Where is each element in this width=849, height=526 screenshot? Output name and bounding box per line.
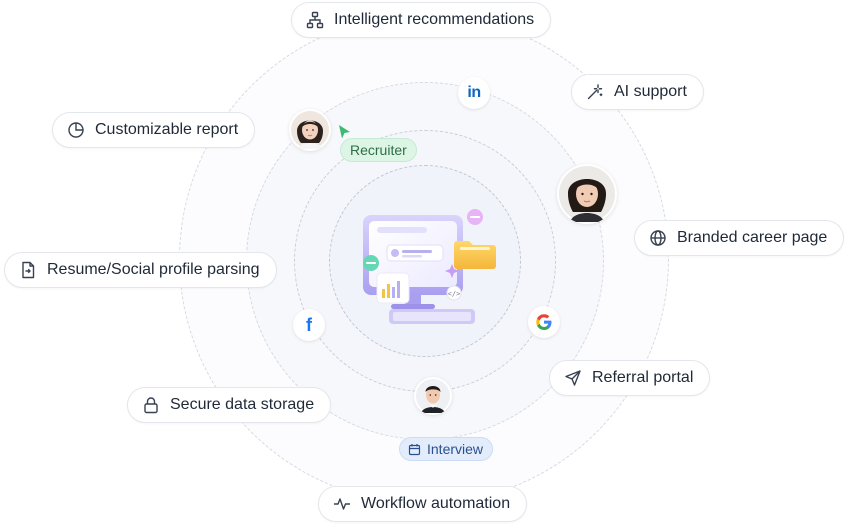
- interview-tag-label: Interview: [427, 441, 484, 457]
- facebook-logo-text: f: [306, 314, 312, 335]
- computer-illustration: </>: [363, 209, 496, 324]
- avatar-interviewer-man: [414, 377, 452, 415]
- feature-pill-ai-support: AI support: [571, 74, 704, 110]
- feature-label: Customizable report: [95, 121, 239, 138]
- avatar-candidate-woman: [557, 164, 617, 224]
- google-icon: [528, 306, 560, 338]
- lock-icon: [142, 396, 160, 414]
- feature-label: Resume/Social profile parsing: [47, 261, 260, 278]
- hierarchy-icon: [306, 11, 324, 29]
- feature-pill-intelligent-recommendations: Intelligent recommendations: [291, 2, 552, 38]
- magic-wand-icon: [586, 83, 604, 101]
- globe-icon: [649, 229, 667, 247]
- feature-pill-customizable-report: Customizable report: [52, 112, 256, 148]
- feature-pill-secure-storage: Secure data storage: [127, 387, 332, 423]
- calendar-icon: [408, 443, 421, 455]
- feature-pill-workflow-automation: Workflow automation: [318, 486, 528, 522]
- feature-pill-resume-parsing: Resume/Social profile parsing: [4, 252, 277, 288]
- feature-label: Workflow automation: [361, 495, 511, 512]
- facebook-icon: f: [293, 309, 325, 341]
- google-logo: [536, 314, 552, 330]
- pie-chart-icon: [67, 121, 85, 139]
- feature-label: Intelligent recommendations: [334, 11, 535, 28]
- recruiter-tag: Recruiter: [340, 138, 417, 162]
- feature-pill-branded-career-page: Branded career page: [634, 220, 845, 256]
- activity-icon: [333, 495, 351, 513]
- svg-text:</>: </>: [448, 290, 461, 298]
- cursor-icon: [339, 125, 350, 139]
- file-import-icon: [19, 261, 37, 279]
- linkedin-icon: in: [458, 77, 490, 109]
- linkedin-logo-text: in: [467, 84, 481, 101]
- avatar-recruiter-woman: [289, 109, 331, 151]
- feature-pill-referral-portal: Referral portal: [549, 360, 711, 396]
- interview-tag: Interview: [399, 437, 494, 461]
- feature-label: Branded career page: [677, 229, 828, 246]
- feature-label: AI support: [614, 83, 687, 100]
- recruiter-tag-label: Recruiter: [350, 142, 407, 158]
- send-icon: [564, 369, 582, 387]
- feature-label: Secure data storage: [170, 396, 315, 413]
- feature-label: Referral portal: [592, 369, 694, 386]
